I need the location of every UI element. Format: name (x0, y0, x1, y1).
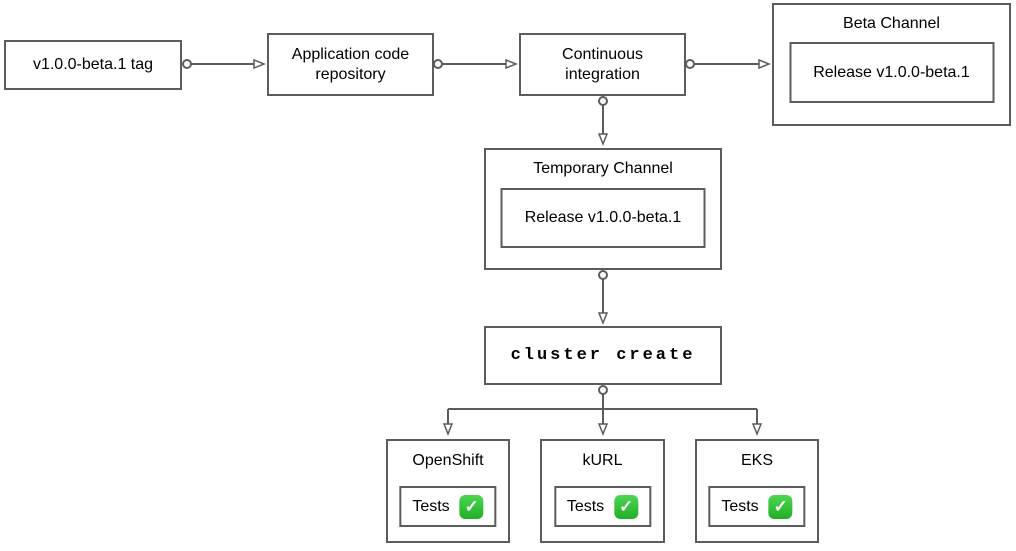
cluster-create-label: cluster create (510, 345, 696, 365)
node-openshift: OpenShift Tests ✓ (386, 439, 510, 543)
beta-channel-release-label: Release v1.0.0-beta.1 (813, 63, 970, 81)
connector-cluster-create-to-clusters (448, 385, 757, 433)
node-temporary-channel: Temporary Channel Release v1.0.0-beta.1 (484, 148, 722, 270)
continuous-integration-label: Continuous integration (562, 45, 643, 83)
connector-tag-to-repo (182, 59, 263, 68)
check-mark-icon: ✓ (459, 494, 484, 519)
openshift-tests-label: Tests (412, 497, 450, 515)
eks-title: EKS (740, 452, 773, 469)
temporary-channel-release-box: Release v1.0.0-beta.1 (500, 188, 706, 248)
connector-ci-to-temporary-channel (599, 96, 608, 143)
openshift-tests-box: Tests ✓ (399, 486, 497, 527)
temporary-channel-title: Temporary Channel (533, 160, 673, 177)
eks-tests-label: Tests (721, 497, 759, 515)
application-code-repository-label: Application code repository (291, 45, 410, 83)
node-version-tag: v1.0.0-beta.1 tag (4, 40, 182, 90)
node-kurl: kURL Tests ✓ (540, 439, 665, 543)
kurl-tests-label: Tests (566, 497, 605, 515)
kurl-tests-box: Tests ✓ (553, 486, 652, 527)
eks-tests-box: Tests ✓ (708, 486, 806, 527)
temporary-channel-release-label: Release v1.0.0-beta.1 (524, 209, 682, 226)
beta-channel-release-box: Release v1.0.0-beta.1 (789, 42, 994, 103)
node-cluster-create: cluster create (484, 326, 722, 385)
kurl-title: kURL (582, 452, 623, 469)
connector-ci-to-beta-channel (685, 59, 768, 68)
check-mark-icon: ✓ (768, 494, 793, 519)
connector-temporary-channel-to-cluster-create (599, 270, 608, 322)
version-tag-label: v1.0.0-beta.1 tag (32, 56, 154, 73)
check-mark-icon: ✓ (614, 494, 639, 519)
node-application-code-repository: Application code repository (267, 33, 434, 96)
node-beta-channel: Beta Channel Release v1.0.0-beta.1 (772, 3, 1011, 126)
beta-channel-title: Beta Channel (843, 15, 940, 32)
node-continuous-integration: Continuous integration (519, 33, 686, 96)
openshift-title: OpenShift (412, 452, 484, 469)
node-eks: EKS Tests ✓ (695, 439, 819, 543)
connector-repo-to-ci (433, 59, 515, 68)
